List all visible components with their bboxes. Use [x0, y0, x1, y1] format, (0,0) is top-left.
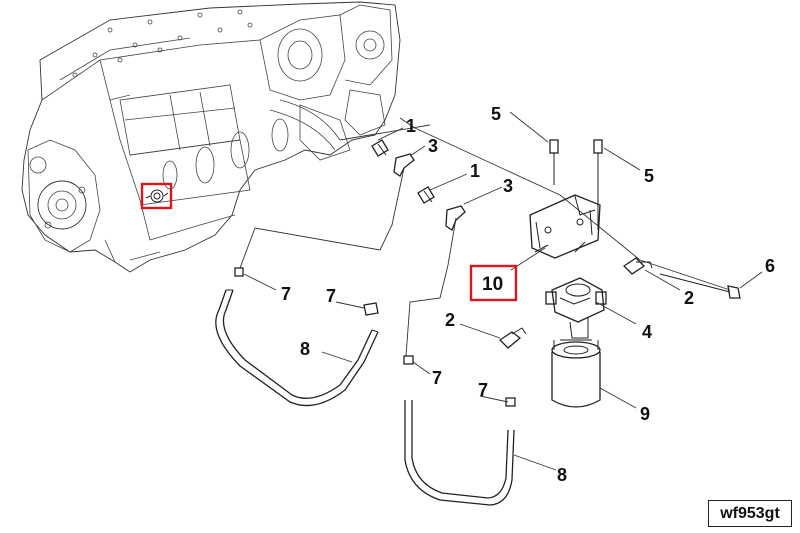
sensor-2-right	[622, 257, 653, 275]
bolt-5-left	[549, 139, 559, 185]
bolt-6	[659, 273, 741, 299]
callout-4: 4	[642, 322, 652, 342]
elbow-3-lower	[445, 205, 466, 231]
fuel-filter-9	[551, 339, 601, 408]
hose-8-bottom	[404, 400, 515, 506]
clamp-7b	[363, 302, 379, 316]
bolt-5-right	[593, 139, 603, 230]
callout-1-lower: 1	[470, 161, 480, 181]
callout-3-lower: 3	[503, 176, 513, 196]
callout-10-group: 10	[469, 264, 518, 302]
hose-8-left	[215, 289, 379, 407]
callout-10-highlight-box	[469, 264, 518, 302]
callout-6: 6	[765, 256, 775, 276]
callout-labels: 1 1 3 3 5 5 6 2 2 4 9 7 7 7 7 8 8	[281, 104, 775, 485]
callout-8-left: 8	[300, 339, 310, 359]
fuel-line-leaders	[239, 117, 731, 357]
engine-block	[21, 1, 401, 273]
callout-8-bottom: 8	[557, 465, 567, 485]
fitting-highlight-box	[140, 182, 173, 210]
callout-1-upper: 1	[406, 116, 416, 136]
clamp-7a	[234, 267, 244, 277]
callout-5-left: 5	[491, 104, 501, 124]
callout-3-upper: 3	[428, 136, 438, 156]
callout-leaders	[243, 111, 763, 471]
callout-2-left: 2	[445, 310, 455, 330]
elbow-3-upper	[393, 153, 415, 177]
adapter-1-upper	[371, 139, 389, 157]
callout-10: 10	[482, 274, 503, 295]
sensor-2-left	[498, 327, 527, 349]
callout-9: 9	[640, 404, 650, 424]
clamp-7c	[403, 355, 414, 365]
callout-5-right: 5	[644, 166, 654, 186]
callout-7-b: 7	[326, 286, 336, 306]
callout-7-d: 7	[478, 380, 488, 400]
callout-2-right: 2	[684, 288, 694, 308]
filter-head-4	[545, 277, 607, 339]
callout-7-a: 7	[281, 284, 291, 304]
highlighted-fitting	[140, 182, 173, 210]
drawing-code-label: wf953gt	[708, 500, 792, 527]
adapter-1-lower	[417, 186, 435, 204]
bracket-10	[529, 194, 601, 259]
callout-7-c: 7	[432, 368, 442, 388]
